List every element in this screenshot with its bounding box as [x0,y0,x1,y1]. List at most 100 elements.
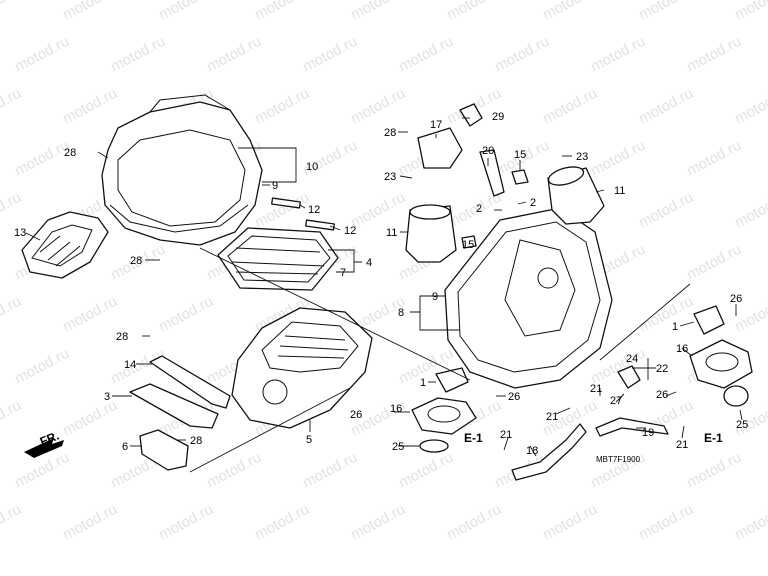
callout-6: 6 [122,441,128,453]
watermark-text: motod.ru [156,501,216,544]
watermark-text: motod.ru [636,501,696,544]
clip-15-top [511,169,529,185]
hose-20 [479,149,505,197]
watermark-text: motod.ru [0,85,24,128]
callout-28-c: 28 [116,331,128,343]
callout-25-right: 25 [736,419,748,431]
watermark-text: motod.ru [0,501,24,544]
callout-28-b: 28 [130,255,142,267]
callout-14: 14 [124,359,136,371]
callout-21-d: 21 [676,439,688,451]
watermark-text: motod.ru [396,33,456,76]
callout-27: 27 [610,395,622,407]
callout-26-c: 26 [508,391,520,403]
watermark-text: motod.ru [348,85,408,128]
clip-15-lower [461,235,477,249]
watermark-text: motod.ru [12,345,72,388]
callout-group: 28 10 9 12 12 13 28 7 4 5 28 14 3 6 28 2… [14,111,748,464]
watermark-text: motod.ru [684,449,744,492]
callout-10: 10 [306,161,318,173]
callout-21-b: 21 [546,411,558,423]
watermark-text: motod.ru [636,293,696,336]
direction-label: FR. [38,429,61,449]
watermark-text: motod.ru [108,33,168,76]
callout-8: 8 [398,307,404,319]
watermark-text: motod.ru [684,137,744,180]
callout-9-right: 9 [432,291,438,303]
watermark-text: motod.ru [732,501,768,544]
watermark-text: motod.ru [252,501,312,544]
diagram-code: MBT7F1900 [596,455,641,464]
gasket-1-right [693,305,725,335]
plate-3 [129,383,219,429]
watermark-text: motod.ru [60,85,120,128]
watermark-text: motod.ru [636,85,696,128]
callout-16-right: 16 [676,343,688,355]
callout-20: 20 [482,145,494,157]
watermark-text: motod.ru [60,397,120,440]
watermark-text: motod.ru [12,33,72,76]
watermark-text: motod.ru [684,33,744,76]
watermark-layer: motod.ru motod.ru motod.ru motod.ru motod.ru… [0,0,768,544]
watermark-text: motod.ru [0,189,24,232]
watermark-text: motod.ru [204,33,264,76]
callout-16-center: 16 [390,403,402,415]
watermark-text: motod.ru [300,137,360,180]
callout-12-upper: 12 [308,204,320,216]
callout-4: 4 [366,257,372,269]
callout-15-lower: 15 [462,239,474,251]
callout-21-a: 21 [590,383,602,395]
band-12-upper [271,197,301,209]
watermark-text: motod.ru [348,189,408,232]
callout-22: 22 [656,363,668,375]
watermark-text: motod.ru [444,501,504,544]
valve-17 [417,127,463,169]
watermark-text: motod.ru [156,293,216,336]
band-12-lower [305,219,335,231]
watermark-text: motod.ru [0,397,24,440]
watermark-text: motod.ru [396,449,456,492]
watermark-text: motod.ru [300,449,360,492]
joint-16-right [689,339,753,389]
valve-24 [617,365,641,389]
callout-23-right: 23 [576,151,588,163]
callout-26-b: 26 [656,389,668,401]
callout-18: 18 [526,445,538,457]
callout-28-e: 28 [384,127,396,139]
watermark-text: motod.ru [540,0,600,24]
watermark-text: motod.ru [0,293,24,336]
cap-29 [459,103,483,127]
callout-1-center: 1 [420,377,426,389]
gasket-1-center [435,367,469,393]
ref-e1-right: E-1 [704,431,723,445]
watermark-text: motod.ru [348,0,408,24]
callout-1-right: 1 [672,321,678,333]
callout-28-d: 28 [190,435,202,447]
watermark-text: motod.ru [444,0,504,24]
watermark-text: motod.ru [732,189,768,232]
watermark-text: motod.ru [540,501,600,544]
watermark-text: motod.ru [60,501,120,544]
watermark-text: motod.ru [348,501,408,544]
callout-21-c: 21 [500,429,512,441]
callout-15-top: 15 [514,149,526,161]
hose-19 [595,417,669,437]
ref-e1-left: E-1 [464,431,483,445]
watermark-text: motod.ru [588,137,648,180]
air-cleaner-housing [444,207,613,389]
callout-9: 9 [272,180,278,192]
watermark-text: motod.ru [588,33,648,76]
watermark-text: motod.ru [732,85,768,128]
seal-25-right [723,385,749,407]
hose-18 [511,423,587,481]
callout-7: 7 [340,267,346,279]
watermark-text: motod.ru [252,85,312,128]
watermark-text: motod.ru [204,449,264,492]
callout-11-left: 11 [386,227,397,239]
watermark-text: motod.ru [492,33,552,76]
callout-17: 17 [430,119,442,131]
callout-26-right: 26 [730,293,742,305]
callout-13: 13 [14,227,26,239]
watermark-text: motod.ru [300,33,360,76]
